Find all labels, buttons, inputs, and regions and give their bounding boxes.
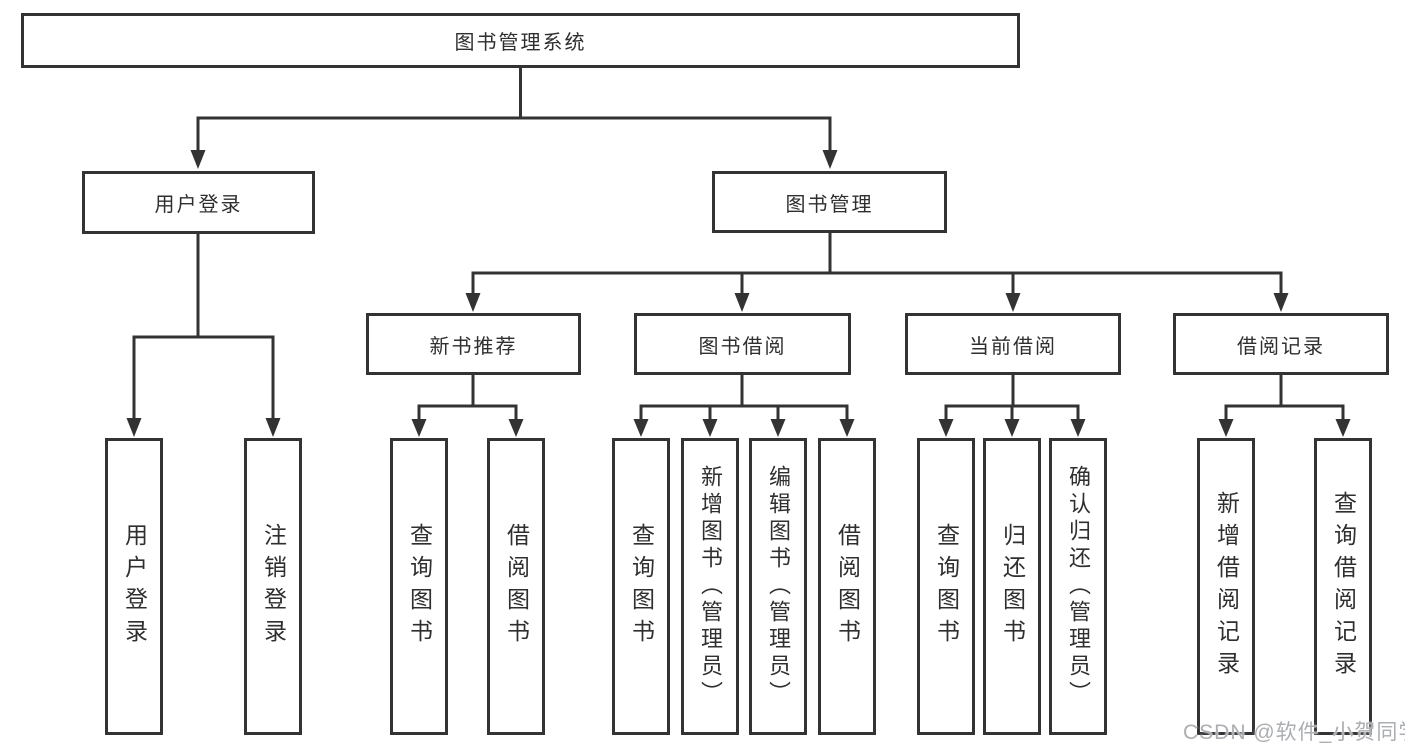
edge-new-book-to-leaves	[411, 375, 524, 437]
node-new-book-recommend-label: 新书推荐	[429, 335, 518, 358]
leaf-borrow-query: 查询图书	[612, 438, 670, 735]
leaf-newbook-query: 查询图书	[390, 438, 448, 735]
leaf-record-query-label: 查询借阅记录	[1330, 490, 1357, 683]
leaf-current-query: 查询图书	[917, 438, 975, 735]
leaf-newbook-borrow-label: 借阅图书	[503, 522, 530, 651]
edge-root-to-level2	[190, 68, 838, 169]
leaf-record-add-label: 新增借阅记录	[1213, 490, 1240, 683]
leaf-newbook-query-label: 查询图书	[406, 522, 433, 651]
leaf-logout: 注销登录	[244, 438, 302, 735]
node-current-borrow: 当前借阅	[905, 313, 1121, 375]
leaf-user-login-label: 用户登录	[121, 522, 148, 651]
node-book-management: 图书管理	[712, 171, 947, 233]
edge-book-mgmt-to-level3	[465, 233, 1289, 312]
node-user-login-group: 用户登录	[82, 171, 315, 234]
leaf-confirm-return-admin: 确认归还（管理员）	[1049, 438, 1107, 735]
node-user-login-group-label: 用户登录	[154, 194, 243, 216]
leaf-newbook-borrow: 借阅图书	[487, 438, 545, 735]
node-root-system: 图书管理系统	[21, 13, 1020, 68]
csdn-watermark: CSDN @软件_小贺同学	[1183, 721, 1405, 744]
leaf-borrow-edit-admin-label: 编辑图书（管理员）	[766, 465, 791, 708]
leaf-logout-label: 注销登录	[260, 522, 287, 651]
edge-user-login-to-leaves	[126, 234, 281, 437]
node-root-system-label: 图书管理系统	[454, 32, 587, 54]
edge-borrow-record-to-leaves	[1218, 375, 1351, 437]
node-borrow-record: 借阅记录	[1173, 313, 1389, 375]
edge-current-borrow-to-leaves	[938, 375, 1086, 437]
node-borrow-record-label: 借阅记录	[1237, 335, 1325, 358]
leaf-current-query-label: 查询图书	[933, 522, 960, 651]
node-current-borrow-label: 当前借阅	[969, 335, 1057, 358]
leaf-borrow-add-admin-label: 新增图书（管理员）	[698, 465, 723, 708]
leaf-record-add: 新增借阅记录	[1197, 438, 1255, 735]
node-book-management-label: 图书管理	[785, 193, 874, 216]
node-book-borrow-label: 图书借阅	[698, 335, 787, 358]
leaf-return-book-label: 归还图书	[999, 522, 1026, 651]
leaf-borrow-add-admin: 新增图书（管理员）	[681, 438, 739, 735]
leaf-borrow-edit-admin: 编辑图书（管理员）	[749, 438, 807, 735]
leaf-user-login: 用户登录	[105, 438, 163, 735]
leaf-borrow-book: 借阅图书	[818, 438, 876, 735]
node-new-book-recommend: 新书推荐	[366, 313, 581, 375]
leaf-borrow-query-label: 查询图书	[628, 522, 655, 651]
leaf-return-book: 归还图书	[983, 438, 1041, 735]
leaf-borrow-book-label: 借阅图书	[834, 522, 861, 651]
node-book-borrow: 图书借阅	[634, 313, 851, 375]
leaf-record-query: 查询借阅记录	[1314, 438, 1372, 735]
leaf-confirm-return-admin-label: 确认归还（管理员）	[1066, 465, 1091, 708]
edge-book-borrow-to-leaves	[633, 375, 855, 437]
